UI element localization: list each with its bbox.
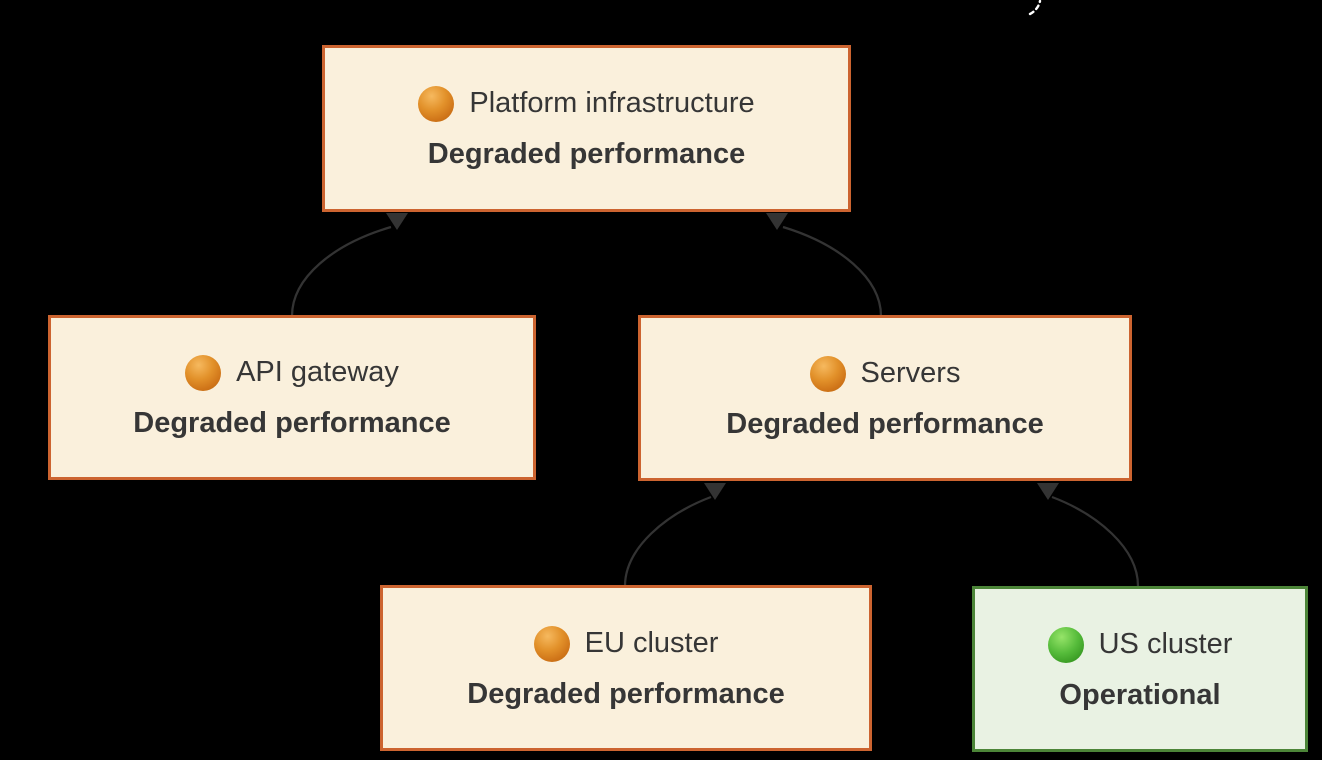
node-status-label: Degraded performance xyxy=(726,407,1044,440)
degraded-status-dot-icon xyxy=(809,355,846,392)
node-name: Platform infrastructure xyxy=(469,87,755,120)
node-name: API gateway xyxy=(236,356,399,389)
degraded-status-dot-icon xyxy=(533,625,570,662)
degraded-status-dot-icon xyxy=(185,355,222,392)
degraded-status-dot-icon xyxy=(418,86,455,123)
arrowhead-icon xyxy=(386,213,408,230)
node-status-label: Degraded performance xyxy=(133,407,451,440)
node-api-gateway: API gateway Degraded performance xyxy=(48,315,536,480)
arrowhead-icon xyxy=(704,483,726,500)
edge-api-gateway-to-platform xyxy=(290,225,392,317)
node-name: Servers xyxy=(860,356,961,389)
edge-servers-to-platform xyxy=(782,225,883,317)
node-name-row: Servers xyxy=(809,355,961,392)
edge-eu-cluster-to-servers xyxy=(623,495,712,587)
node-name-row: US cluster xyxy=(1047,626,1233,663)
arrowhead-icon xyxy=(1037,483,1059,500)
node-name: EU cluster xyxy=(584,626,719,659)
node-servers: Servers Degraded performance xyxy=(638,315,1132,481)
node-name-row: Platform infrastructure xyxy=(418,86,755,123)
edge-us-cluster-to-servers xyxy=(1051,495,1140,587)
operational-status-dot-icon xyxy=(1047,626,1084,663)
arrowhead-icon xyxy=(766,213,788,230)
node-status-label: Operational xyxy=(1059,678,1221,711)
node-status-label: Degraded performance xyxy=(427,138,746,171)
node-us-cluster: US cluster Operational xyxy=(972,586,1308,752)
node-eu-cluster: EU cluster Degraded performance xyxy=(380,585,872,751)
node-name: US cluster xyxy=(1098,627,1233,660)
node-status-label: Degraded performance xyxy=(467,677,785,710)
node-name-row: API gateway xyxy=(185,355,399,392)
node-platform-infrastructure: Platform infrastructure Degraded perform… xyxy=(322,45,851,212)
node-name-row: EU cluster xyxy=(533,625,719,662)
stray-dash-mark xyxy=(1028,0,1042,16)
